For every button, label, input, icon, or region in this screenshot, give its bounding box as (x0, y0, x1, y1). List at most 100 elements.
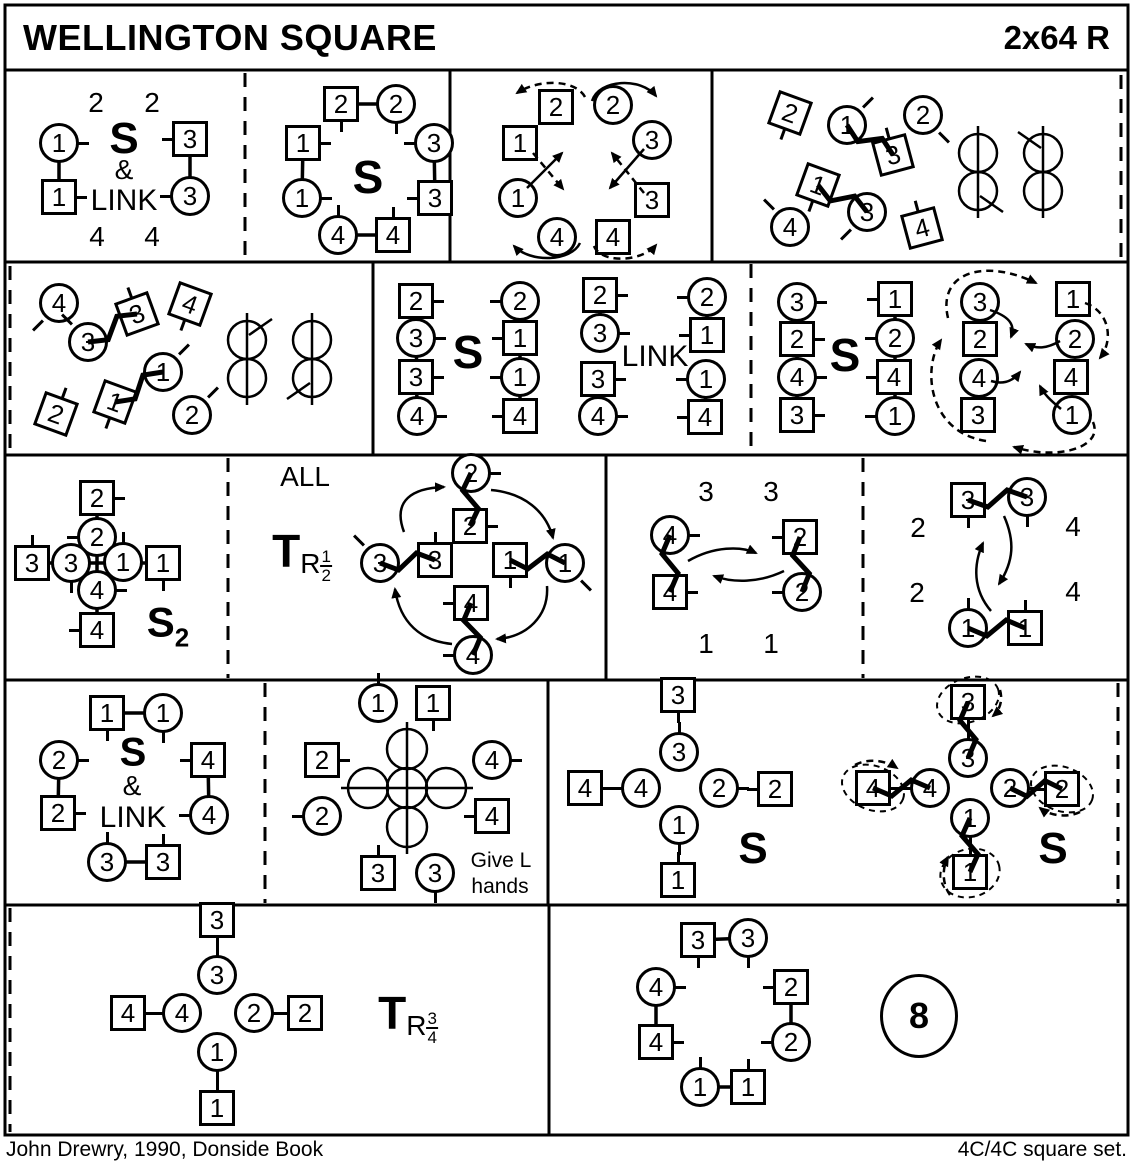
dancer-man-4: 4 (595, 219, 631, 255)
dashed-arrow (532, 152, 565, 191)
zigzag-join (459, 471, 482, 528)
solid-arrow (512, 242, 582, 260)
dancer-woman-3: 3 (197, 945, 237, 995)
dancer-man-4: 4 (464, 798, 510, 834)
facing-tick (816, 375, 827, 379)
dancer-woman-4: 4 (472, 740, 522, 780)
dashed-arrow (991, 689, 1004, 718)
dancer-man-4: 4 (638, 1024, 684, 1060)
zigzag-join (957, 701, 979, 759)
dancer-woman-4: 4 (900, 768, 950, 808)
dancer-woman-2: 2 (677, 277, 727, 317)
dancer-man-2: 2 (40, 795, 86, 831)
dancer-man-3: 3 (960, 397, 996, 433)
facing-tick (161, 580, 165, 591)
facing-tick (490, 471, 501, 475)
facing-tick (407, 196, 418, 200)
facing-tick (617, 414, 628, 418)
facing-tick (738, 786, 749, 790)
facing-tick (145, 1011, 156, 1015)
dancer-woman-4: 4 (959, 358, 999, 398)
dancer-man-1: 1 (867, 281, 913, 317)
facing-tick (161, 732, 165, 743)
facing-tick (69, 582, 73, 593)
facing-tick (611, 786, 622, 790)
label-s: S (829, 329, 861, 381)
dancer-woman-1: 1 (358, 673, 398, 723)
dashed-arrow (610, 151, 645, 194)
facing-tick (433, 299, 444, 303)
dancer-woman-4: 4 (611, 768, 661, 808)
solid-arrow (490, 488, 556, 540)
facing-tick (179, 813, 190, 817)
dancer-woman-2: 2 (1055, 319, 1095, 359)
header-bar: WELLINGTON SQUARE 2x64 R (5, 5, 1128, 70)
facing-tick (747, 787, 758, 791)
facing-tick (675, 985, 686, 989)
dancer-man-1: 1 (730, 1059, 766, 1105)
facing-tick (867, 297, 878, 301)
zigzag-join (114, 369, 164, 405)
facing-tick (1025, 516, 1029, 527)
zigzag-join (659, 534, 681, 593)
dancer-woman-3: 3 (87, 832, 127, 882)
facing-tick (866, 375, 877, 379)
label-link: LINK (621, 340, 689, 373)
dancer-woman-2: 2 (761, 1022, 811, 1062)
dancer-woman-4: 4 (636, 967, 686, 1007)
facing-tick (511, 758, 522, 762)
dancer-man-1: 1 (679, 317, 725, 353)
dashed-path-ring (1030, 764, 1094, 814)
dancer-man-4: 4 (180, 742, 226, 778)
facing-tick (772, 590, 783, 594)
dancer-woman-1: 1 (865, 396, 915, 436)
facing-tick (602, 786, 613, 790)
footer-bar: John Drewry, 1990, Donside Book 4C/4C sq… (0, 1138, 1133, 1162)
dashed-arrow (1038, 806, 1081, 818)
dashed-arrow (1084, 301, 1110, 360)
facing-tick (617, 293, 628, 297)
facing-tick (966, 719, 970, 730)
dancer-woman-2: 2 (292, 796, 342, 836)
facing-tick (394, 123, 398, 134)
circle-eight-bars: 8 (880, 974, 958, 1058)
dashed-path-ring (841, 763, 905, 813)
dancer-woman-2: 2 (699, 768, 749, 808)
label-all: ALL (280, 461, 330, 492)
label--: & (114, 154, 134, 185)
facing-tick (746, 957, 750, 968)
dashed-path-ring (939, 847, 1001, 899)
facing-tick (900, 786, 911, 790)
dancer-man-3: 3 (398, 359, 444, 395)
label-give-l: Give L (470, 849, 532, 872)
dancer-man-2: 2 (398, 283, 444, 319)
dancer-man-3: 3 (162, 121, 208, 157)
facing-tick (180, 758, 191, 762)
label-4: 4 (1065, 511, 1081, 542)
dancer-man-4: 4 (1053, 359, 1089, 395)
dancer-woman-3: 3 (728, 918, 768, 968)
solid-arrow (997, 515, 1013, 586)
facing-tick (677, 844, 681, 855)
facing-tick (161, 834, 165, 845)
facing-tick (121, 532, 125, 543)
facing-tick (698, 1057, 702, 1068)
dancer-man-1: 1 (660, 852, 696, 898)
facing-tick (508, 577, 512, 588)
label--: & (122, 770, 142, 801)
dancer-woman-3: 3 (960, 282, 1000, 322)
set-type: 4C/4C square set. (957, 1138, 1127, 1161)
dancer-man-3: 3 (779, 397, 825, 433)
zigzag-join (967, 487, 1028, 510)
facing-tick (152, 1011, 163, 1015)
facing-tick (116, 588, 127, 592)
dancer-man-1: 1 (199, 1080, 235, 1126)
zigzag-join (789, 536, 813, 593)
zigzag-join (508, 551, 567, 572)
dashed-arrow (945, 269, 1038, 319)
dancer-woman-1: 1 (143, 693, 183, 743)
dancer-man-1: 1 (502, 125, 538, 161)
dancer-woman-4: 4 (397, 396, 447, 436)
